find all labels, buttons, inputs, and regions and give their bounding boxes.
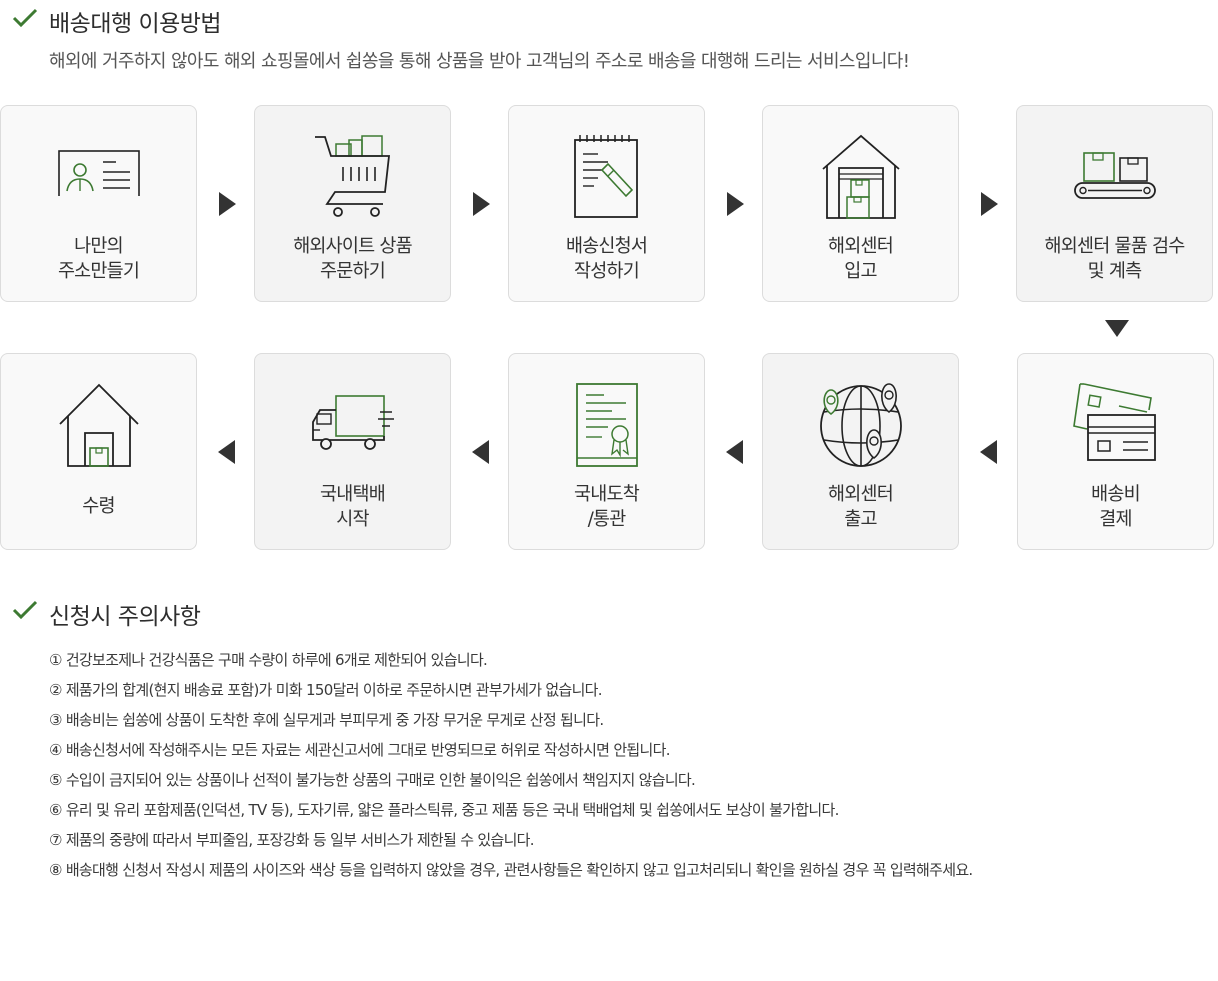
step-label: 해외사이트 상품 주문하기 <box>293 236 412 282</box>
step-box-domestic-delivery: 국내택배 시작 <box>254 353 451 550</box>
step-label: 해외센터 출고 <box>828 484 894 530</box>
step-label: 국내택배 시작 <box>320 484 386 530</box>
list-item: ④ 배송신청서에 작성해주시는 모든 자료는 세관신고서에 그대로 반영되므로 … <box>49 741 671 759</box>
arrow-left-icon <box>472 440 489 464</box>
list-item: ① 건강보조제나 건강식품은 구매 수량이 하루에 6개로 제한되어 있습니다. <box>49 651 488 669</box>
notepad-pencil-icon <box>573 135 638 218</box>
globe-pins-icon <box>819 383 902 467</box>
step-label: 해외센터 물품 검수 및 계측 <box>1044 236 1186 282</box>
step-box-application: 배송신청서 작성하기 <box>508 105 705 302</box>
list-item: ⑦ 제품의 중량에 따라서 부피줄임, 포장강화 등 일부 서비스가 제한될 수… <box>49 831 535 849</box>
step-box-warehouse-in: 해외센터 입고 <box>762 105 959 302</box>
arrow-left-icon <box>218 440 235 464</box>
step-label: 나만의 주소만들기 <box>57 236 140 282</box>
arrow-right-icon <box>981 192 998 216</box>
step-label: 해외센터 입고 <box>828 236 894 282</box>
step-label: 배송신청서 작성하기 <box>565 236 648 282</box>
conveyor-icon <box>1073 152 1156 199</box>
arrow-left-icon <box>980 440 997 464</box>
arrow-right-icon <box>473 192 490 216</box>
step-box-customs: 국내도착 /통관 <box>508 353 705 550</box>
shopping-cart-icon <box>314 135 390 217</box>
notes-list: ① 건강보조제나 건강식품은 구매 수량이 하루에 6개로 제한되어 있습니다.… <box>49 645 973 885</box>
warehouse-icon <box>821 134 900 219</box>
step-box-order: 해외사이트 상품 주문하기 <box>254 105 451 302</box>
step-box-warehouse-out: 해외센터 출고 <box>762 353 959 550</box>
step-label: 수령 <box>82 496 115 517</box>
certificate-icon <box>575 383 638 467</box>
list-item: ⑤ 수입이 금지되어 있는 상품이나 선적이 불가능한 상품의 구매로 인한 불… <box>49 771 696 789</box>
step-box-inspection: 해외센터 물품 검수 및 계측 <box>1016 105 1213 302</box>
credit-card-icon <box>1072 383 1156 461</box>
step-box-address: 나만의 주소만들기 <box>0 105 197 302</box>
step-label: 국내도착 /통관 <box>574 484 640 530</box>
list-item: ⑧ 배송대행 신청서 작성시 제품의 사이즈와 색상 등을 입력하지 않았을 경… <box>49 861 973 879</box>
step-label: 배송비 결제 <box>1091 484 1140 530</box>
arrow-down-icon <box>1105 320 1129 337</box>
arrow-right-icon <box>219 192 236 216</box>
arrow-left-icon <box>726 440 743 464</box>
house-icon <box>58 383 139 467</box>
list-item: ⑥ 유리 및 유리 포함제품(인덕션, TV 등), 도자기류, 얇은 플라스틱… <box>49 801 839 819</box>
service-intro: 해외에 거주하지 않아도 해외 쇼핑몰에서 쉽쏭을 통해 상품을 받아 고객님의… <box>49 51 910 72</box>
checkmark-icon <box>12 600 38 620</box>
list-item: ③ 배송비는 쉽쏭에 상품이 도착한 후에 실무게과 부피무게 중 가장 무거운… <box>49 711 604 729</box>
step-box-payment: 배송비 결제 <box>1017 353 1214 550</box>
id-card-icon <box>57 150 140 196</box>
list-item: ② 제품가의 합계(현지 배송료 포함)가 미화 150달러 이하로 주문하시면… <box>49 681 603 699</box>
step-box-receipt: 수령 <box>0 353 197 550</box>
section-title-process: 배송대행 이용방법 <box>49 11 222 37</box>
delivery-truck-icon <box>311 395 394 450</box>
arrow-right-icon <box>727 192 744 216</box>
section-title-notes: 신청시 주의사항 <box>49 604 201 630</box>
checkmark-icon <box>12 8 38 28</box>
